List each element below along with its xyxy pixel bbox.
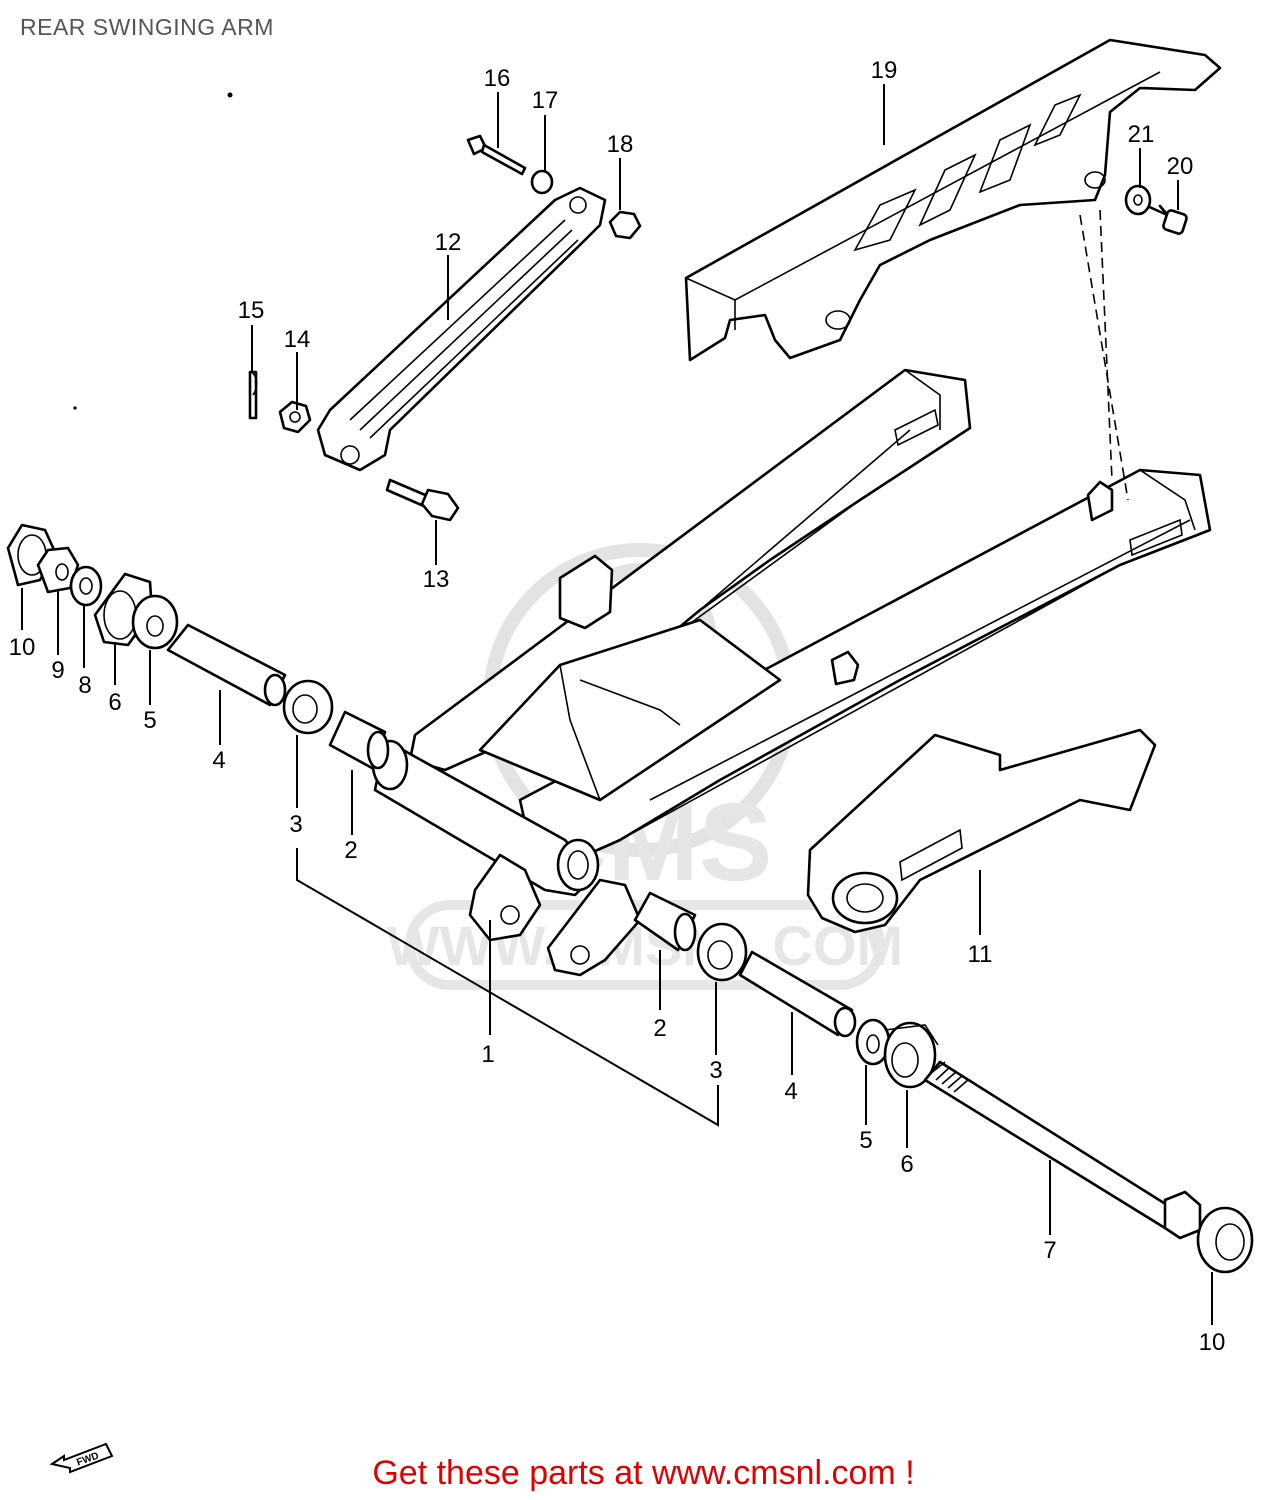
callout-19: 19 <box>871 57 898 84</box>
part-1-swingarm <box>371 368 1212 977</box>
callout-6-right: 6 <box>900 1151 913 1178</box>
callout-15: 15 <box>238 297 265 324</box>
page-title: REAR SWINGING ARM <box>20 14 274 40</box>
callout-7: 7 <box>1043 1237 1056 1264</box>
callout-4-right: 4 <box>784 1078 797 1105</box>
leader-lines <box>21 84 1213 1325</box>
part-11-chain-guide <box>806 728 1157 934</box>
callout-6-left: 6 <box>108 689 121 716</box>
callout-12: 12 <box>435 229 462 256</box>
callout-2-right: 2 <box>653 1015 666 1042</box>
callout-9: 9 <box>51 657 64 684</box>
callout-labels: 1 2 2 3 3 4 4 5 5 6 6 7 8 9 10 10 11 12 … <box>9 57 1226 1356</box>
part-2-bearing-left <box>328 710 390 770</box>
callout-16: 16 <box>484 65 511 92</box>
part-18-nut <box>608 210 642 240</box>
footer-link-text[interactable]: Get these parts at www.cmsnl.com ! <box>372 1454 915 1492</box>
callout-3-right: 3 <box>709 1057 722 1084</box>
callout-18: 18 <box>607 131 634 158</box>
part-13-bolt <box>385 478 460 522</box>
callout-5-left: 5 <box>143 707 156 734</box>
part-17-washer <box>530 169 554 195</box>
callout-10-left: 10 <box>9 634 36 661</box>
callout-8: 8 <box>78 672 91 699</box>
callout-14: 14 <box>284 326 311 353</box>
part-19-chain-case <box>684 38 1222 362</box>
part-6-seal-right <box>883 1021 939 1089</box>
part-8-washer-left <box>69 565 103 607</box>
part-9-nut-left <box>36 546 80 594</box>
part-7-axle-bolt <box>923 1060 1202 1240</box>
part-3-seal-right <box>696 922 748 982</box>
part-15-cotter-pin <box>248 370 258 420</box>
callout-4-left: 4 <box>212 747 225 774</box>
callout-13: 13 <box>423 566 450 593</box>
part-21-washer <box>1124 184 1152 216</box>
part-12-link <box>316 186 607 472</box>
callout-1: 1 <box>481 1041 494 1068</box>
callout-3-left: 3 <box>289 811 302 838</box>
part-3-seal-left <box>282 679 334 735</box>
callout-20: 20 <box>1167 153 1194 180</box>
part-16-bolt <box>466 134 527 176</box>
part-14-nut <box>278 400 312 434</box>
callout-11: 11 <box>968 941 993 968</box>
part-20-bolt <box>1143 203 1188 235</box>
part-5-washer-left <box>131 594 179 650</box>
fwd-arrow-icon: FWD <box>50 1442 114 1474</box>
callout-2-left: 2 <box>344 837 357 864</box>
callout-5-right: 5 <box>859 1127 872 1154</box>
part-4-spacer-right <box>738 950 857 1038</box>
callout-10-right: 10 <box>1199 1329 1226 1356</box>
part-10-cap-right <box>1196 1206 1254 1274</box>
callout-17: 17 <box>532 87 559 114</box>
part-4-spacer-left <box>166 623 287 707</box>
part-2-bearing-right <box>633 891 697 952</box>
callout-21: 21 <box>1128 121 1155 148</box>
